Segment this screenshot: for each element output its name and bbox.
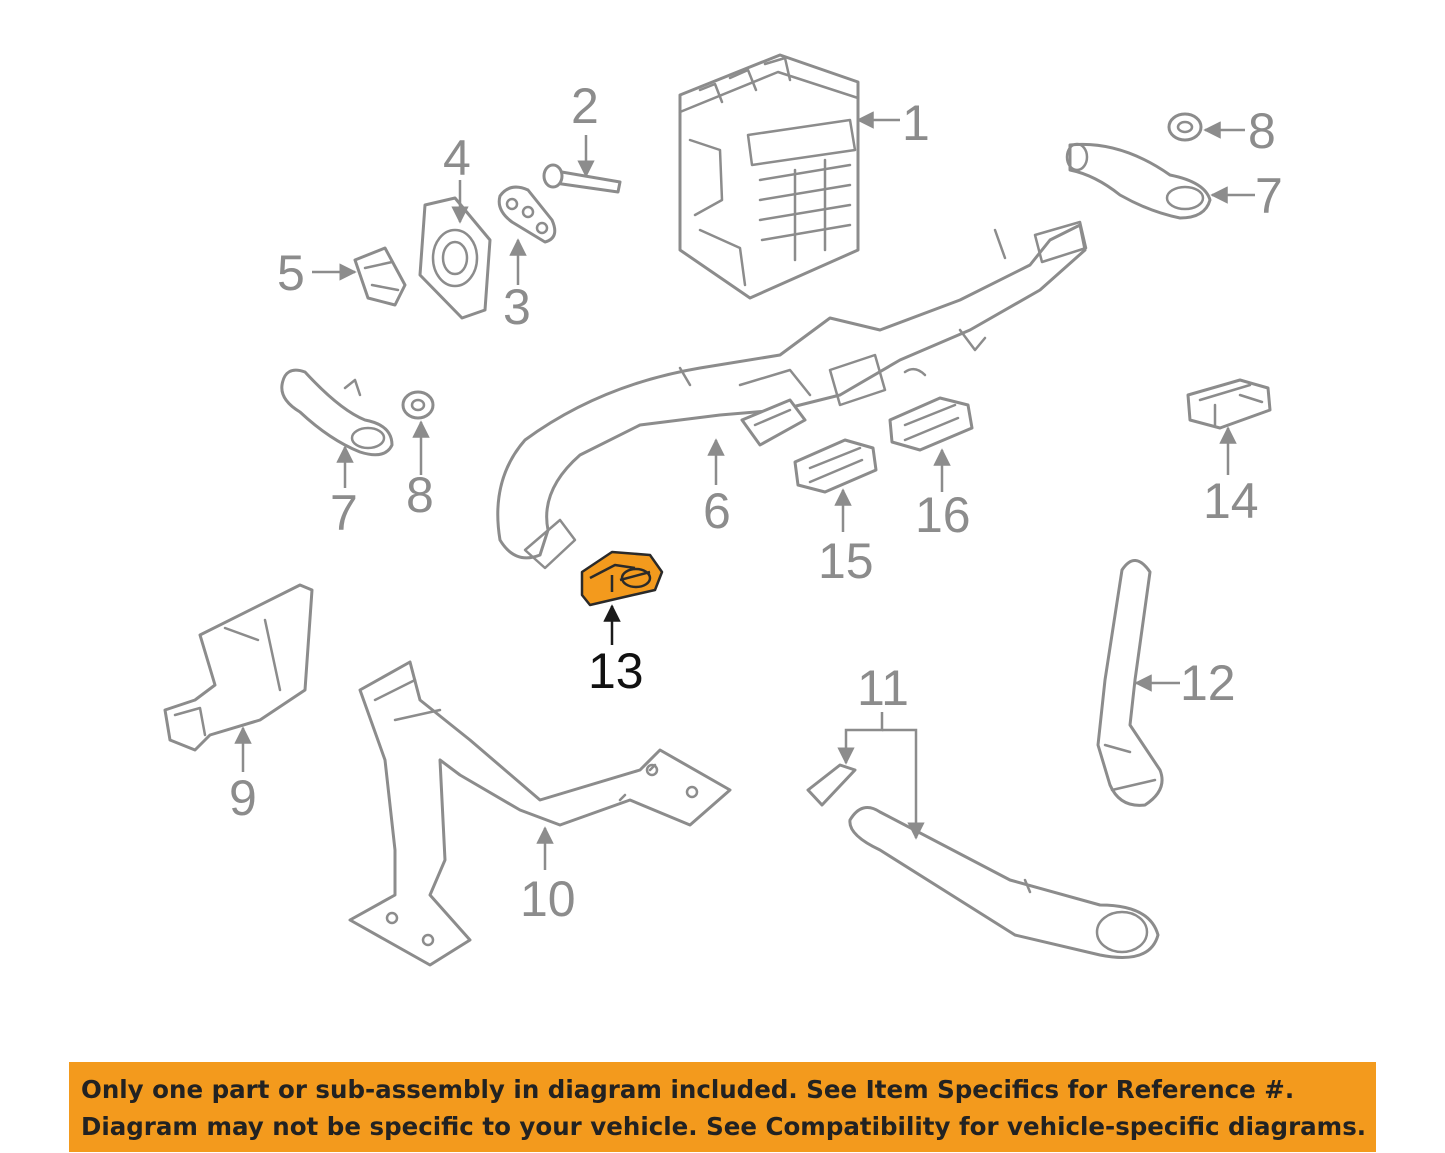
callout-11: 11: [857, 660, 909, 716]
part-8-grommet-top: [1167, 112, 1203, 142]
part-12-side-duct: [1096, 559, 1164, 807]
part-2-pin: [542, 163, 622, 194]
callout-4: 4: [443, 130, 471, 186]
callout-6: 6: [703, 483, 731, 539]
part-11-duct: [806, 763, 1160, 959]
part-9-floor-duct: [163, 583, 314, 752]
part-4-bracket: [418, 196, 492, 320]
part-1-heater-housing: [678, 53, 860, 300]
part-13-vent-highlighted: [580, 550, 664, 607]
callout-8-left: 8: [406, 467, 434, 523]
part-3-gasket: [497, 185, 557, 244]
disclaimer-line-1: Only one part or sub-assembly in diagram…: [81, 1075, 1295, 1104]
callout-14: 14: [1203, 473, 1259, 529]
part-6-main-duct: [496, 220, 1088, 570]
callout-13: 13: [588, 643, 644, 699]
callout-16: 16: [915, 487, 971, 543]
callout-1: 1: [902, 95, 930, 151]
callout-numbers: 1 2 3 4 5 6 7 7 8 8 9 10 11 12 13 14 15 …: [229, 78, 1283, 927]
disclaimer-banner: Only one part or sub-assembly in diagram…: [69, 1062, 1376, 1152]
callout-9: 9: [229, 770, 257, 826]
callout-2: 2: [571, 78, 599, 134]
part-7-duct-top: [1065, 142, 1212, 220]
part-7-duct-left: [280, 368, 394, 457]
part-14-vent: [1186, 378, 1272, 430]
callout-5: 5: [277, 245, 305, 301]
part-6-vent-outlet: [740, 398, 807, 447]
part-15-vent: [793, 438, 878, 494]
part-16-vent: [888, 396, 974, 452]
disclaimer-line-2: Diagram may not be specific to your vehi…: [81, 1112, 1367, 1141]
callout-7-top: 7: [1255, 168, 1283, 224]
callout-3: 3: [503, 279, 531, 335]
leader-lines: [234, 111, 1255, 870]
part-5-actuator: [353, 246, 407, 307]
parts-diagram: 1 2 3 4 5 6 7 7 8 8 9 10 11 12 13 14 15 …: [163, 53, 1283, 967]
part-8-grommet-left: [401, 390, 435, 420]
callout-8-top: 8: [1248, 103, 1276, 159]
callout-12: 12: [1180, 655, 1236, 711]
part-10-rear-duct: [348, 660, 732, 967]
callout-10: 10: [520, 871, 576, 927]
callout-7-left: 7: [330, 485, 358, 541]
callout-15: 15: [818, 533, 874, 589]
